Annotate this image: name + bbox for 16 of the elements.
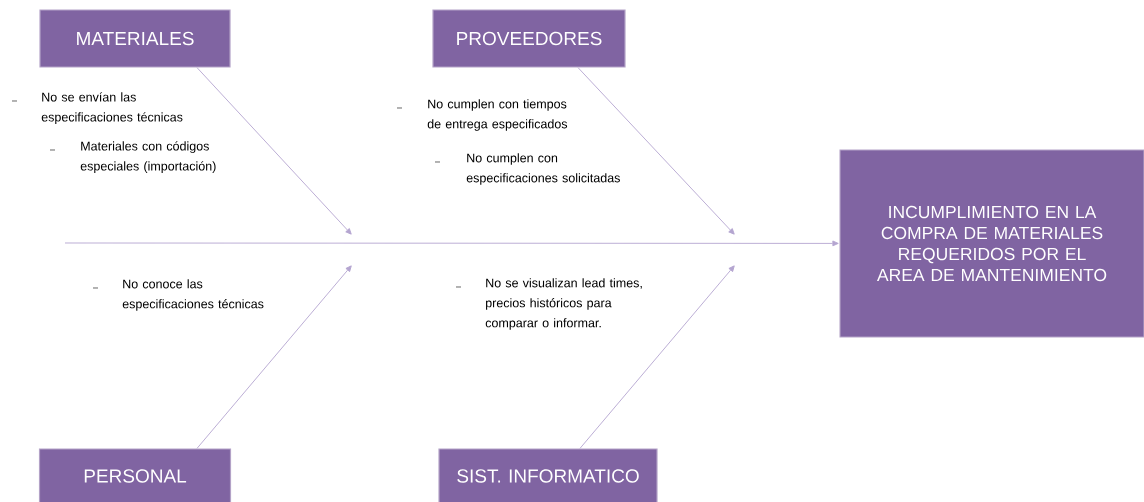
arrow [196,265,352,449]
effect-box: INCUMPLIMIENTO EN LA COMPRA DE MATERIALES REQUERIDOS POR EL AREA DE MANTENIMIENTO [839,149,1144,338]
arrow [64,240,839,247]
category-box: PERSONAL [38,448,232,502]
category-box: PROVEEDORES [432,9,626,68]
cause-text: No cumplen con especificaciones solicitadas [466,153,620,185]
cause-text: Materiales con códigos especiales (importación) [80,141,216,173]
arrow [196,67,352,235]
arrow [577,67,735,235]
category-box: SIST. INFORMATICO [438,448,658,502]
cause-text: No conoce las especificaciones técnicas [122,279,264,311]
cause-text: No se visualizan lead times, precios históricos para comparar o informar. [485,278,642,330]
arrow [579,265,735,449]
category-box: MATERIALES [39,9,231,68]
cause-text: No cumplen con tiempos de entrega especificados [427,99,568,131]
cause-text: No se envían las especificaciones técnicas [41,92,183,124]
